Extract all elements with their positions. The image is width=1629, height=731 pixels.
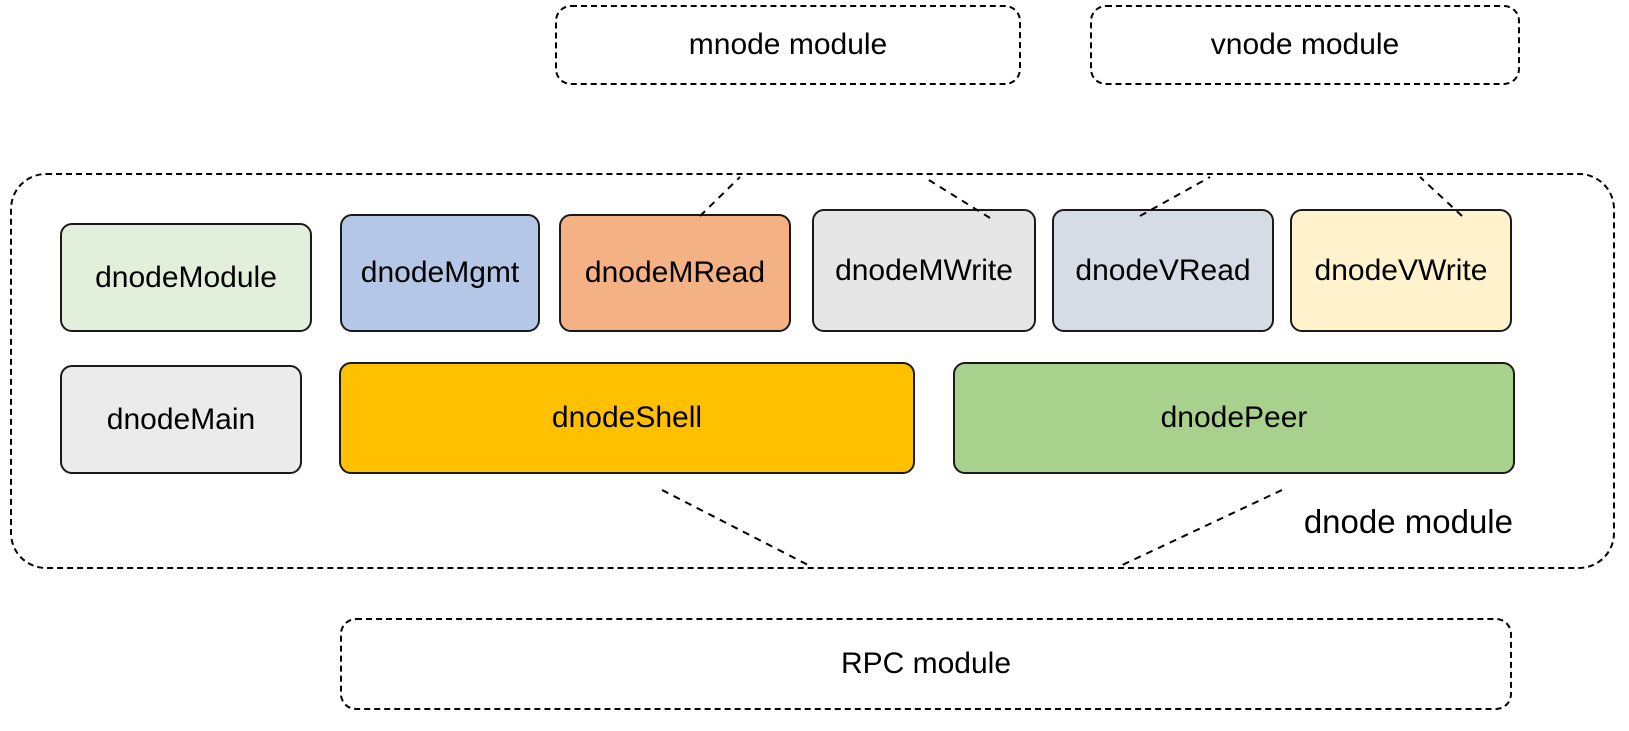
node-box-dnodemwrite[interactable]: dnodeMWrite [812,209,1036,332]
node-box-dnodemodule[interactable]: dnodeModule [60,223,312,332]
node-box-dnodemgmt[interactable]: dnodeMgmt [340,214,540,332]
node-label-dnodeshell: dnodeShell [551,401,703,434]
mnode-module-label: mnode module [688,28,888,61]
vnode-module-box[interactable]: vnode module [1090,5,1520,85]
vnode-module-label: vnode module [1210,28,1400,61]
node-label-dnodevwrite: dnodeVWrite [1314,253,1488,287]
node-label-dnodemread: dnodeMRead [584,256,766,289]
rpc-module-box[interactable]: RPC module [340,618,1512,710]
node-label-dnodemwrite: dnodeMWrite [835,253,1013,287]
node-box-dnodeshell[interactable]: dnodeShell [339,362,915,474]
node-label-dnodevread: dnodeVRead [1075,253,1251,287]
node-box-dnodevwrite[interactable]: dnodeVWrite [1290,209,1512,332]
node-label-dnodepeer: dnodePeer [1160,401,1308,434]
node-box-dnodemread[interactable]: dnodeMRead [559,214,791,332]
node-label-dnodemain: dnodeMain [106,402,256,436]
dnode-module-label: dnode module [1303,503,1513,540]
node-label-dnodemgmt: dnodeMgmt [360,256,520,289]
dnode-module-container[interactable]: dnodeModule dnodeMgmt dnodeMRead dnodeMW… [10,173,1615,569]
node-box-dnodevread[interactable]: dnodeVRead [1052,209,1274,332]
node-box-dnodepeer[interactable]: dnodePeer [953,362,1515,474]
mnode-module-box[interactable]: mnode module [555,5,1021,85]
node-label-dnodemodule: dnodeModule [95,260,277,294]
node-box-dnodemain[interactable]: dnodeMain [60,365,302,474]
rpc-module-label: RPC module [840,647,1012,680]
